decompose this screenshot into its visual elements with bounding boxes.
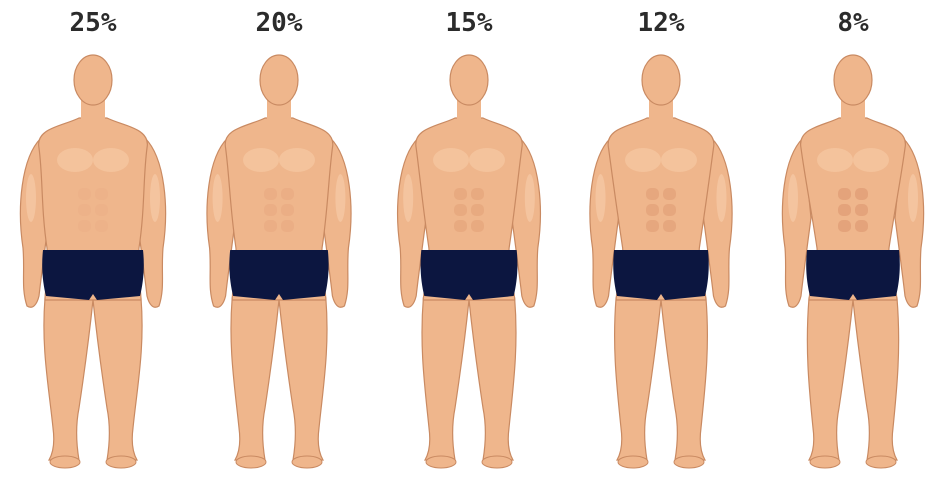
ab-muscle xyxy=(663,220,676,232)
ab-muscle xyxy=(855,188,868,200)
percent-label-25: 25% xyxy=(0,8,186,38)
head xyxy=(450,55,488,105)
left-pec xyxy=(625,148,661,172)
ab-muscle xyxy=(838,220,851,232)
shorts xyxy=(421,250,518,300)
left-foot xyxy=(618,456,648,468)
ab-muscle xyxy=(281,204,294,216)
ab-muscle xyxy=(471,220,484,232)
shorts xyxy=(613,250,708,300)
right-foot xyxy=(674,456,704,468)
shorts xyxy=(42,250,144,300)
left-pec xyxy=(57,148,93,172)
right-foot xyxy=(866,456,896,468)
ab-muscle xyxy=(838,188,851,200)
right-arm-highlight xyxy=(716,174,726,222)
left-foot xyxy=(810,456,840,468)
shorts xyxy=(806,250,900,300)
legs xyxy=(615,298,708,460)
body-illustration-20 xyxy=(186,48,372,478)
right-foot xyxy=(482,456,512,468)
left-pec xyxy=(243,148,279,172)
ab-muscle xyxy=(95,204,108,216)
left-arm-highlight xyxy=(788,174,798,222)
left-pec xyxy=(817,148,853,172)
body-illustration-25 xyxy=(0,48,186,478)
left-arm-highlight xyxy=(213,174,223,222)
ab-muscle xyxy=(646,220,659,232)
right-foot xyxy=(292,456,322,468)
right-arm-highlight xyxy=(150,174,160,222)
head xyxy=(74,55,112,105)
ab-muscle xyxy=(855,220,868,232)
body-illustration-15 xyxy=(376,48,562,478)
right-arm-highlight xyxy=(525,174,535,222)
figure-20: 20% xyxy=(186,0,372,480)
left-pec xyxy=(433,148,469,172)
left-foot xyxy=(236,456,266,468)
legs xyxy=(231,298,327,460)
body-illustration-12 xyxy=(568,48,754,478)
figure-12: 12% xyxy=(568,0,754,480)
ab-muscle xyxy=(78,204,91,216)
right-arm-highlight xyxy=(908,174,918,222)
ab-muscle xyxy=(663,204,676,216)
right-pec xyxy=(279,148,315,172)
ab-muscle xyxy=(454,220,467,232)
ab-muscle xyxy=(264,204,277,216)
ab-muscle xyxy=(454,188,467,200)
ab-muscle xyxy=(281,188,294,200)
right-arm-highlight xyxy=(335,174,345,222)
figure-15: 15% xyxy=(376,0,562,480)
ab-muscle xyxy=(281,220,294,232)
percent-label-8: 8% xyxy=(760,8,931,38)
shorts xyxy=(229,250,328,300)
ab-muscle xyxy=(855,204,868,216)
body-illustration-8 xyxy=(760,48,931,478)
head xyxy=(834,55,872,105)
figure-8: 8% xyxy=(760,0,931,480)
ab-muscle xyxy=(78,220,91,232)
legs xyxy=(422,298,516,460)
head xyxy=(260,55,298,105)
legs xyxy=(44,298,142,460)
right-foot xyxy=(106,456,136,468)
right-pec xyxy=(853,148,889,172)
percent-label-20: 20% xyxy=(186,8,372,38)
left-foot xyxy=(50,456,80,468)
ab-muscle xyxy=(264,188,277,200)
figure-25: 25% xyxy=(0,0,186,480)
ab-muscle xyxy=(264,220,277,232)
right-pec xyxy=(469,148,505,172)
legs xyxy=(807,298,898,460)
left-arm-highlight xyxy=(596,174,606,222)
head xyxy=(642,55,680,105)
ab-muscle xyxy=(838,204,851,216)
ab-muscle xyxy=(471,204,484,216)
left-foot xyxy=(426,456,456,468)
ab-muscle xyxy=(663,188,676,200)
left-arm-highlight xyxy=(26,174,36,222)
ab-muscle xyxy=(95,220,108,232)
ab-muscle xyxy=(471,188,484,200)
left-arm-highlight xyxy=(403,174,413,222)
percent-label-12: 12% xyxy=(568,8,754,38)
right-pec xyxy=(661,148,697,172)
ab-muscle xyxy=(646,204,659,216)
ab-muscle xyxy=(454,204,467,216)
right-pec xyxy=(93,148,129,172)
percent-label-15: 15% xyxy=(376,8,562,38)
ab-muscle xyxy=(78,188,91,200)
ab-muscle xyxy=(95,188,108,200)
ab-muscle xyxy=(646,188,659,200)
